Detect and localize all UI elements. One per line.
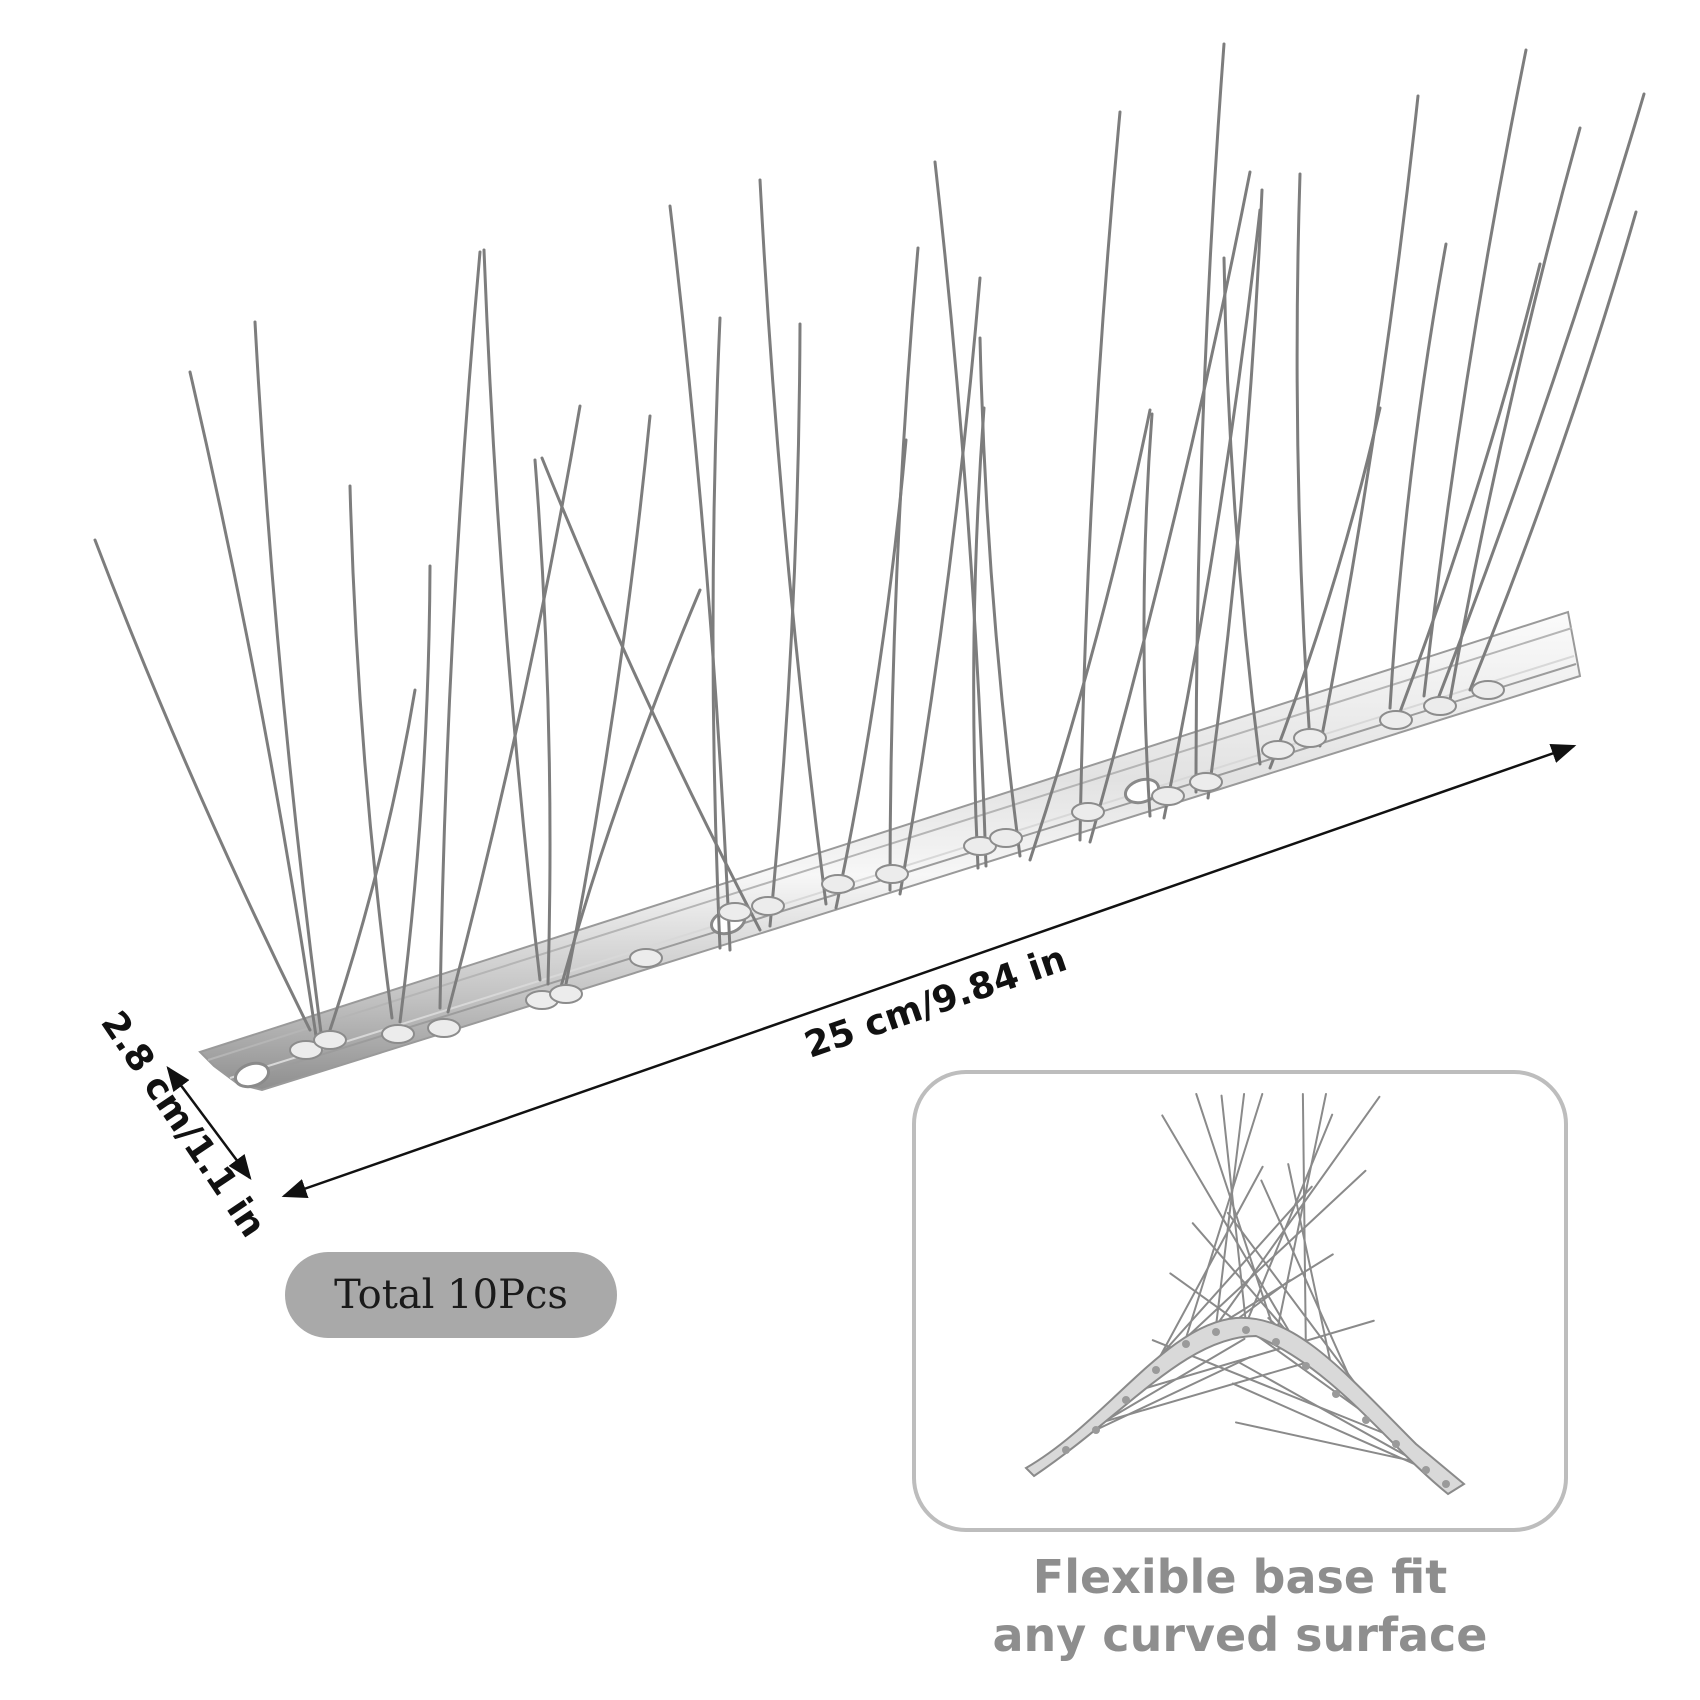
inset-rivet (1362, 1416, 1370, 1424)
rivet (1293, 728, 1327, 748)
spike (1448, 126, 1582, 702)
rivet (313, 1030, 347, 1050)
length-dimension-arrow (281, 743, 1577, 1199)
inset-spike (1231, 1382, 1447, 1479)
spike (1162, 208, 1262, 820)
inset-spike (1169, 1272, 1367, 1415)
spike (533, 458, 552, 986)
spike (978, 336, 1022, 858)
rivet (549, 984, 583, 1004)
spike (188, 370, 318, 1038)
inset-rivet (1092, 1426, 1100, 1434)
inset-spike (1215, 1093, 1246, 1327)
inset-spike (1185, 1093, 1264, 1339)
inset-rivet (1152, 1366, 1160, 1374)
rivet (1379, 710, 1413, 730)
rivet (751, 896, 785, 916)
inset-rivet (1242, 1326, 1250, 1334)
flexible-base-inset (912, 1070, 1568, 1532)
spike (1318, 94, 1420, 748)
rivet (427, 1018, 461, 1038)
rivet (989, 828, 1023, 848)
spike (253, 320, 324, 1042)
inset-spike (1195, 1093, 1277, 1337)
spike (1078, 110, 1122, 842)
inset-rivet (1332, 1390, 1340, 1398)
spike (1222, 256, 1262, 766)
spike (1194, 42, 1226, 794)
inset-rivet (1122, 1396, 1130, 1404)
inset-rivet (1272, 1338, 1280, 1346)
inset-rivet (1392, 1440, 1400, 1448)
spike (711, 316, 722, 950)
rivet (875, 864, 909, 884)
rivet (1189, 772, 1223, 792)
inset-rivet (1212, 1328, 1220, 1336)
rivet (1071, 802, 1105, 822)
spike (482, 248, 542, 982)
spike (888, 246, 920, 892)
rivet (1261, 740, 1295, 760)
spike (1295, 172, 1312, 744)
spike (398, 564, 432, 1024)
spike (1398, 262, 1542, 714)
rivet (718, 902, 752, 922)
spike (898, 276, 982, 896)
rivet (1471, 680, 1505, 700)
curved-strip-base (1024, 1316, 1466, 1496)
spike (758, 178, 828, 906)
rivet (1151, 786, 1185, 806)
curved-strip-illustration (1024, 1093, 1466, 1496)
inset-rivet (1182, 1340, 1190, 1348)
spike (564, 414, 652, 986)
spike (1468, 210, 1638, 692)
inset-spike (1245, 1113, 1334, 1325)
spike (1206, 188, 1264, 800)
spike (438, 250, 482, 1010)
spike (1268, 406, 1382, 770)
inset-rivet-group (1062, 1326, 1450, 1488)
rivet (1423, 696, 1457, 716)
spike (540, 456, 762, 932)
spike (1422, 48, 1528, 698)
width-dimension-arrow (166, 1065, 252, 1181)
spike (93, 538, 312, 1032)
inset-caption-line-1: Flexible base fit (1032, 1550, 1448, 1604)
total-quantity-badge: Total 10Pcs (285, 1252, 617, 1338)
inset-spike (1287, 1163, 1337, 1389)
inset-rivet (1302, 1362, 1310, 1370)
rivet (821, 874, 855, 894)
spike (1434, 92, 1646, 706)
inset-spike (1161, 1114, 1307, 1361)
rivet (629, 948, 663, 968)
total-quantity-text: Total 10Pcs (334, 1272, 568, 1318)
spike (348, 484, 394, 1020)
inset-spike (1151, 1339, 1397, 1439)
inset-rivet (1422, 1466, 1430, 1474)
inset-rivet (1062, 1446, 1070, 1454)
inset-spike (1095, 1359, 1316, 1425)
inset-caption-line-2: any curved surface (992, 1608, 1488, 1662)
inset-caption: Flexible base fit any curved surface (940, 1548, 1540, 1664)
spike (1388, 242, 1448, 710)
inset-spike (1275, 1093, 1327, 1337)
inset-rivet (1442, 1480, 1450, 1488)
rivet (381, 1024, 415, 1044)
inset-spike (1235, 1421, 1427, 1465)
inset-spike (1125, 1319, 1375, 1395)
